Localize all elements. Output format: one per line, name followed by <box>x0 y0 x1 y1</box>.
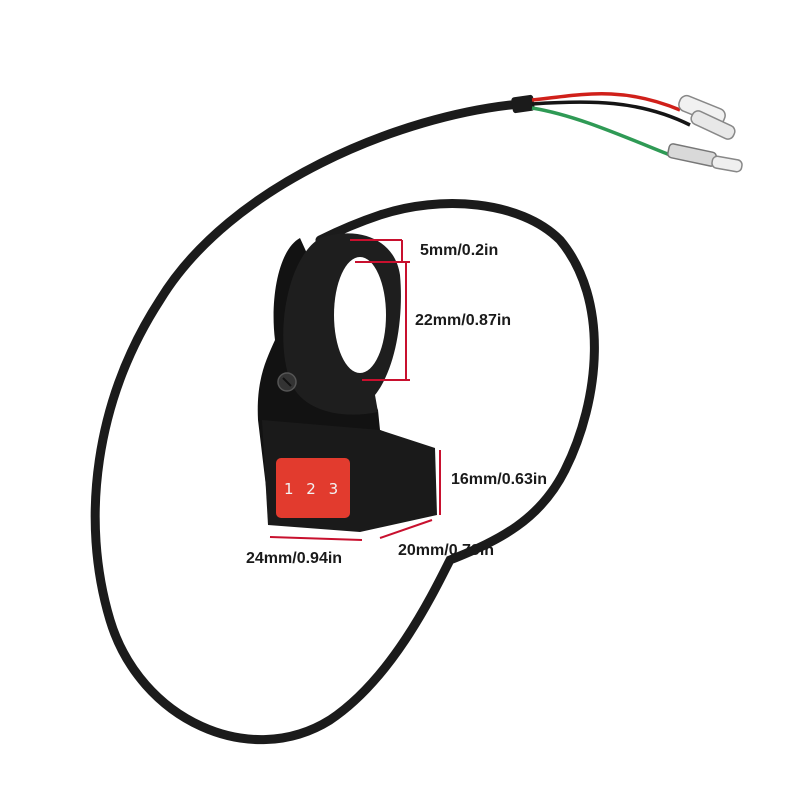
ring-diameter-dimension: 22mm/0.87in <box>415 312 512 329</box>
depth-dimension: 20mm/0.79in <box>398 542 495 559</box>
terminal-connectors <box>667 94 743 173</box>
button-numbers: 1 2 3 <box>284 480 343 498</box>
wire-black <box>531 100 691 127</box>
height-dimension: 16mm/0.63in <box>451 471 548 488</box>
wire-red <box>531 92 681 112</box>
cable-sleeve-end <box>511 94 535 114</box>
cable <box>90 99 599 745</box>
clamp-hole <box>334 257 386 373</box>
wire-green <box>531 106 671 157</box>
dimension-lines <box>269 239 441 541</box>
ring-wall-dimension: 5mm/0.2in <box>420 242 499 259</box>
rocker-button[interactable] <box>276 458 350 518</box>
width-dimension: 24mm/0.94in <box>246 550 343 567</box>
